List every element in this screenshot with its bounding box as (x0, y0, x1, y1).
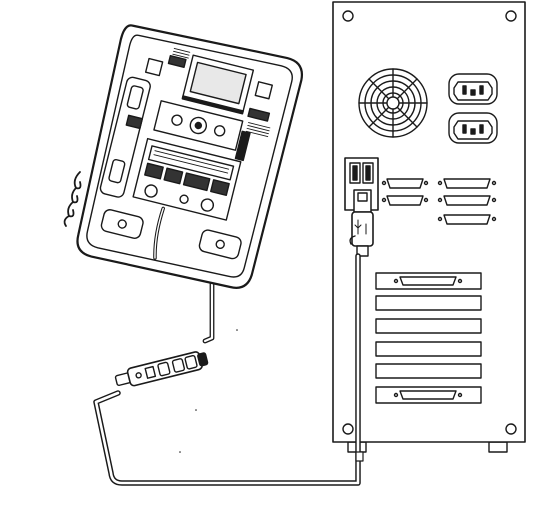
cooling-fan-icon (359, 69, 427, 137)
desk-phone (68, 18, 306, 296)
coiled-cord-icon (65, 172, 81, 226)
scan-speck (179, 329, 238, 453)
inline-usb-adapter (114, 350, 209, 390)
usb-plug-icon (350, 190, 373, 256)
tower-foot-right (489, 442, 507, 452)
